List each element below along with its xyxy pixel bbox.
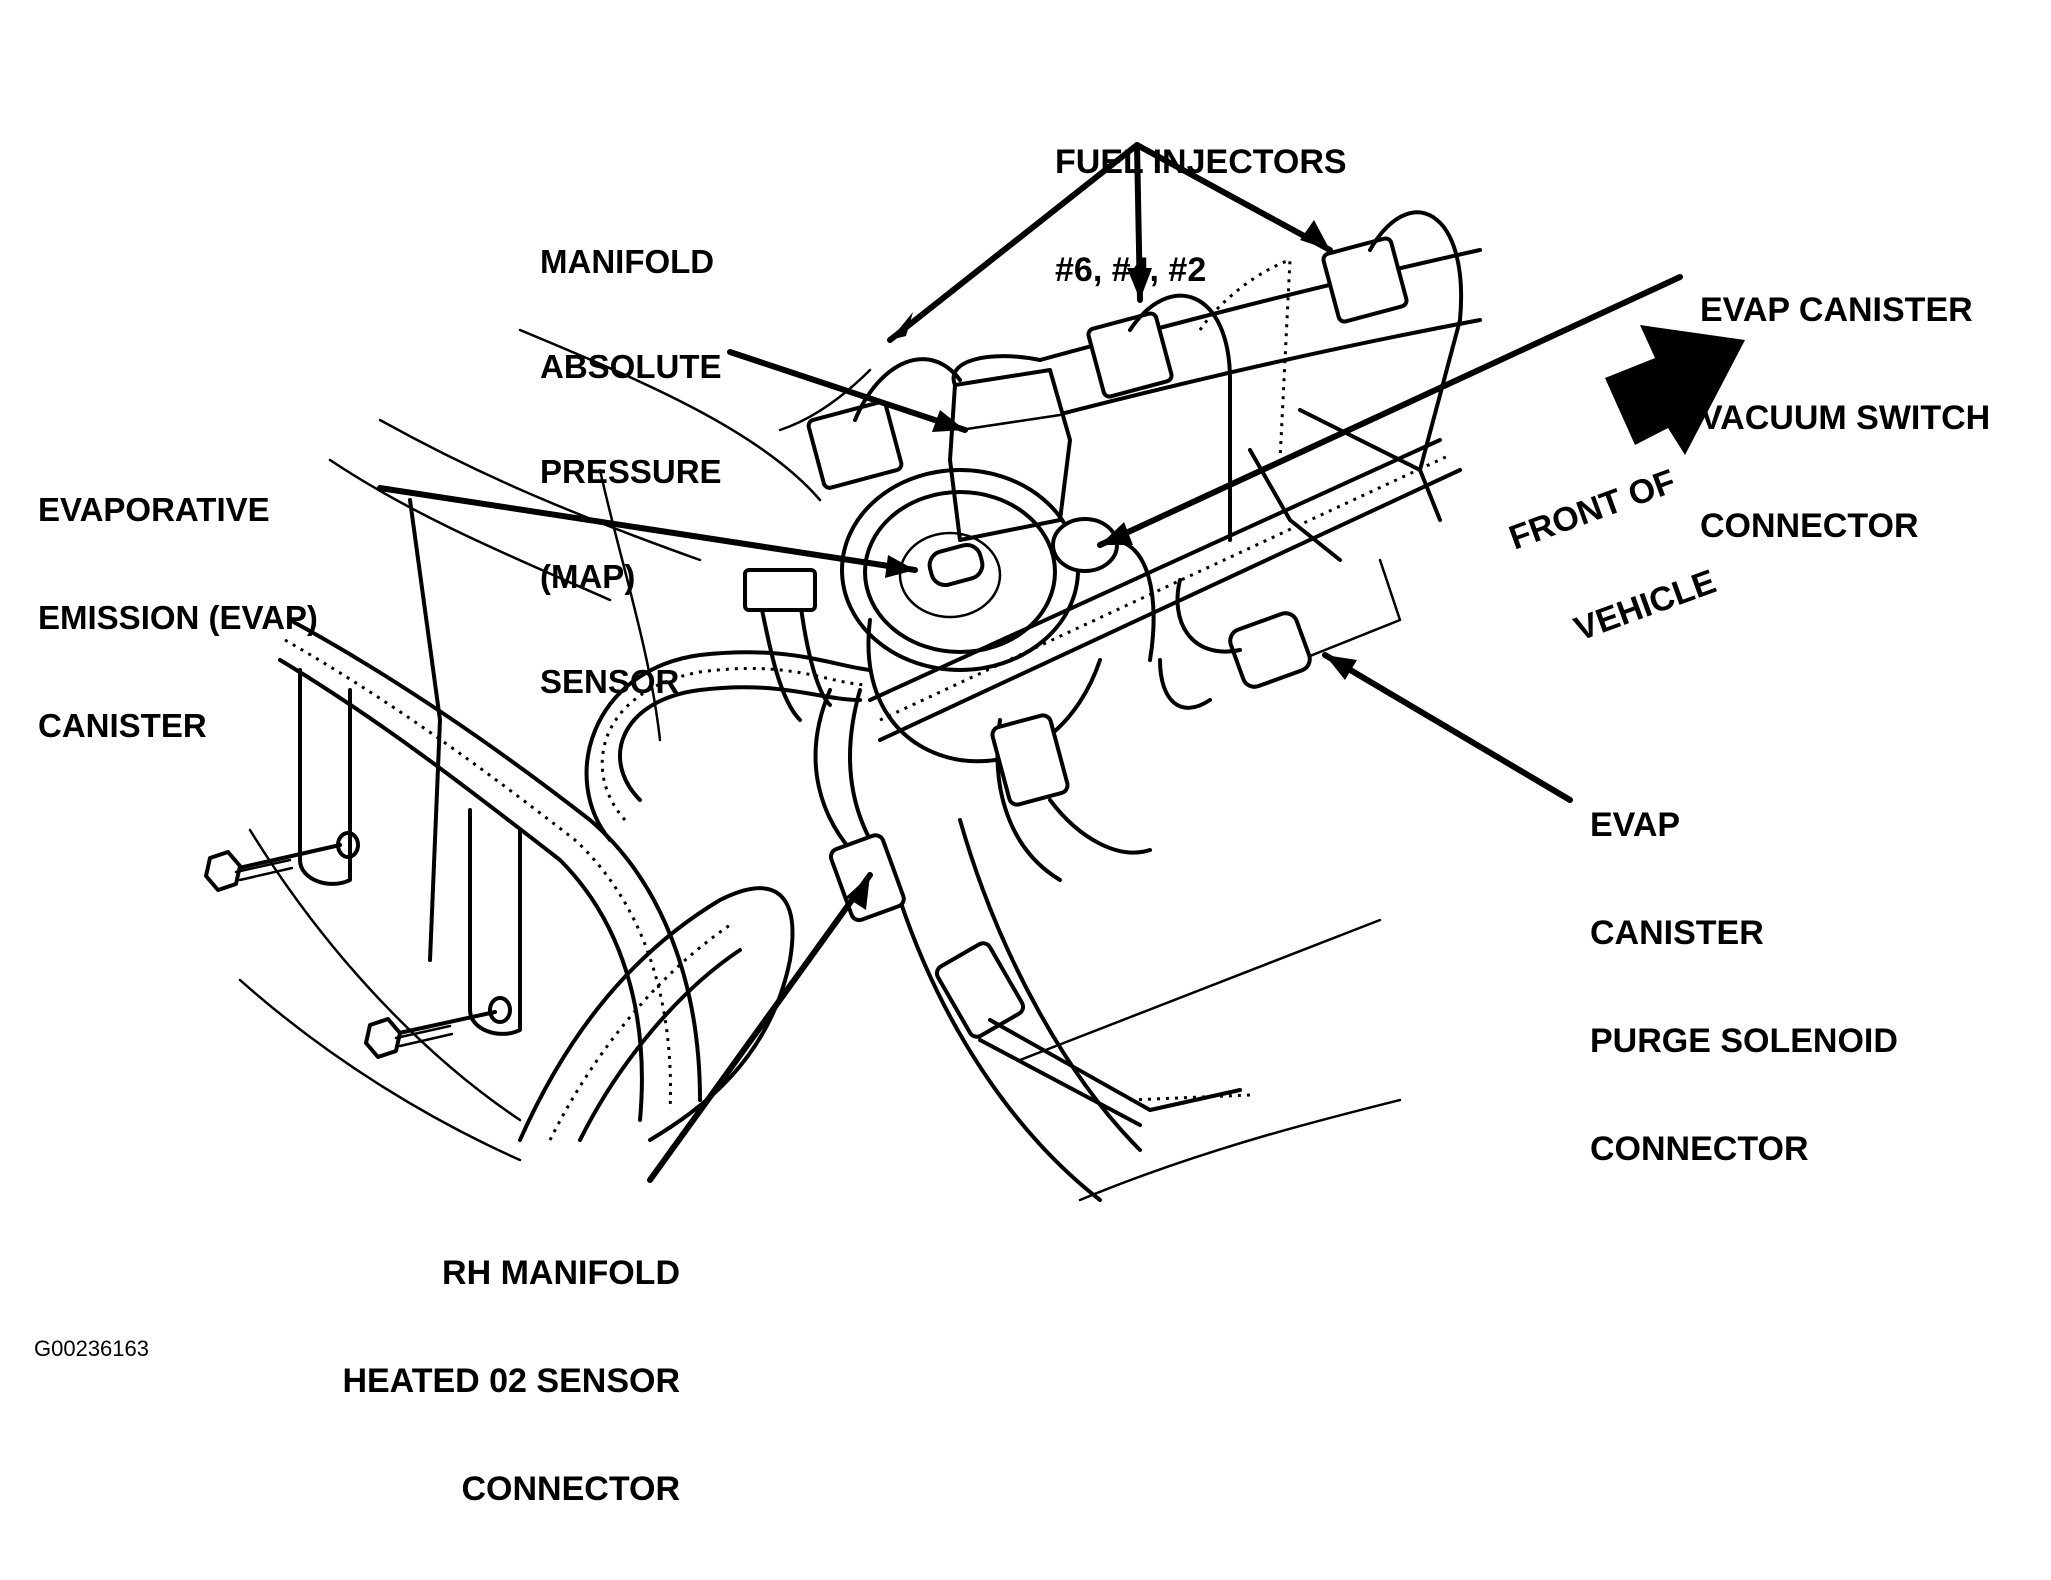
label-rh-o2-sensor-line3: CONNECTOR bbox=[461, 1470, 681, 1508]
injector-connectors bbox=[806, 210, 1464, 542]
front-of-vehicle-arrow bbox=[1605, 325, 1745, 455]
mounting-brackets bbox=[204, 668, 522, 1059]
o2-sensor-body bbox=[743, 568, 832, 722]
label-evap-purge-solenoid-line4: CONNECTOR bbox=[1590, 1130, 1809, 1168]
leader-lines bbox=[377, 142, 1683, 1183]
label-evap-vacuum-switch-line2: VACUUM SWITCH bbox=[1700, 399, 1991, 437]
label-evap-purge-solenoid-line1: EVAP bbox=[1590, 806, 1681, 844]
label-evap-purge-solenoid-line3: PURGE SOLENOID bbox=[1590, 1022, 1898, 1060]
label-rh-o2-sensor: RH MANIFOLD HEATED 02 SENSOR CONNECTOR bbox=[310, 1183, 680, 1579]
label-front-of-vehicle-line1: FRONT OF bbox=[1504, 462, 1681, 558]
vacuum-switch-connector bbox=[1051, 517, 1156, 662]
map-sensor-housing bbox=[948, 354, 1072, 542]
body-panel-lines bbox=[238, 248, 1482, 1202]
figure-id: G00236163 bbox=[34, 1336, 149, 1361]
label-evap-purge-solenoid: EVAP CANISTER PURGE SOLENOID CONNECTOR bbox=[1590, 735, 1898, 1239]
label-evap-vacuum-switch-line3: CONNECTOR bbox=[1700, 507, 1919, 545]
label-rh-o2-sensor-line1: RH MANIFOLD bbox=[442, 1254, 680, 1292]
label-evap-canister-line3: CANISTER bbox=[38, 707, 207, 744]
label-map-sensor-line4: (MAP) bbox=[540, 558, 636, 595]
label-fuel-injectors-line1: FUEL INJECTORS bbox=[1055, 143, 1347, 181]
arrowheads bbox=[846, 220, 1357, 910]
label-map-sensor-line1: MANIFOLD bbox=[540, 243, 715, 280]
label-fuel-injectors: FUEL INJECTORS #6, #4, #2 bbox=[1055, 72, 1347, 360]
corrugated-harness bbox=[278, 618, 872, 1142]
fuel-rail bbox=[868, 408, 1462, 742]
label-evap-vacuum-switch: EVAP CANISTER VACUUM SWITCH CONNECTOR bbox=[1700, 220, 1990, 616]
label-evap-purge-solenoid-line2: CANISTER bbox=[1590, 914, 1764, 952]
purge-solenoid-connector bbox=[1158, 578, 1312, 710]
label-map-sensor: MANIFOLD ABSOLUTE PRESSURE (MAP) SENSOR bbox=[540, 174, 722, 769]
label-evap-canister-line2: EMISSION (EVAP) bbox=[38, 599, 318, 636]
diagram-stage: FUEL INJECTORS #6, #4, #2 MANIFOLD ABSOL… bbox=[34, 72, 1990, 1507]
label-evap-vacuum-switch-line1: EVAP CANISTER bbox=[1700, 291, 1973, 329]
label-map-sensor-line2: ABSOLUTE bbox=[540, 348, 722, 385]
engine-bay-illustration bbox=[204, 142, 1745, 1202]
wiring-harness bbox=[813, 688, 1251, 1127]
label-front-of-vehicle-line2: VEHICLE bbox=[1569, 562, 1721, 649]
label-evap-canister: EVAPORATIVE EMISSION (EVAP) CANISTER bbox=[38, 420, 318, 816]
label-map-sensor-line5: SENSOR bbox=[540, 663, 680, 700]
label-rh-o2-sensor-line2: HEATED 02 SENSOR bbox=[342, 1362, 680, 1400]
label-evap-canister-line1: EVAPORATIVE bbox=[38, 491, 270, 528]
label-map-sensor-line3: PRESSURE bbox=[540, 453, 722, 490]
label-fuel-injectors-line2: #6, #4, #2 bbox=[1055, 251, 1207, 289]
